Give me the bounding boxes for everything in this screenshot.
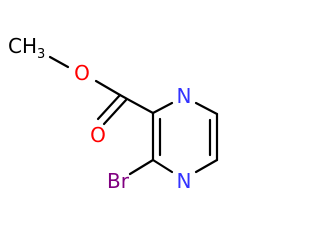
bond-carbonyl-ring — [118, 93, 155, 115]
bond-n4-c3 — [151, 158, 174, 174]
methyl-symbol: CH — [8, 34, 37, 58]
bond-methyl-oxygen — [48, 55, 70, 69]
bonds — [48, 55, 219, 176]
bond-c2-n1 — [151, 101, 174, 115]
bond-carbonyl-double-b — [102, 98, 128, 126]
ring-nitrogen-top-label: N — [177, 84, 192, 108]
bond-n1-c6 — [194, 101, 219, 116]
ring-nitrogen-bottom-label: N — [177, 169, 192, 193]
bromine-label: Br — [107, 169, 130, 193]
methyl-label: CH3 — [8, 34, 45, 62]
molecule-structure: CH3 O O N N Br — [8, 34, 219, 193]
atom-labels: CH3 O O N N Br — [8, 34, 191, 193]
ester-oxygen-label: O — [74, 61, 90, 85]
bond-carbonyl-double-a — [96, 93, 122, 121]
bond-c5-n4 — [194, 158, 219, 174]
bond-oxygen-carbonyl — [94, 79, 122, 97]
carbonyl-oxygen-label: O — [90, 123, 106, 147]
methyl-subscript: 3 — [37, 47, 45, 62]
bond-c3-bromine — [128, 158, 155, 176]
